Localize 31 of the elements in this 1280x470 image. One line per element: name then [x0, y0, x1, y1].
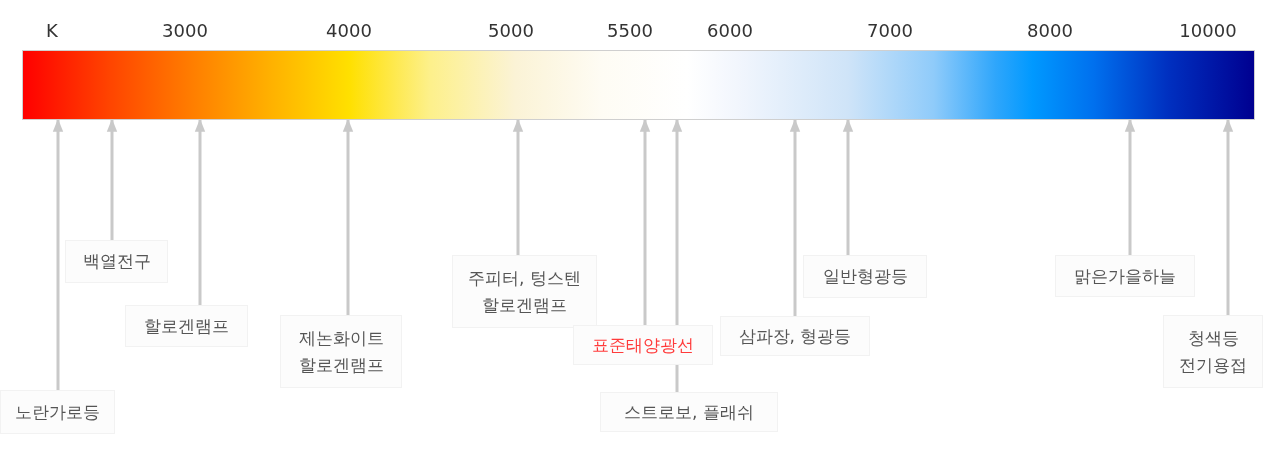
leader-arrow: [512, 118, 524, 255]
scale-label: 7000: [867, 20, 913, 42]
light-source-label: 제논화이트 할로겐램프: [280, 315, 402, 388]
leader-arrow: [842, 118, 854, 255]
leader-arrow: [789, 118, 801, 316]
leader-arrow: [639, 118, 651, 325]
leader-arrow: [1124, 118, 1136, 255]
scale-label: 3000: [162, 20, 208, 42]
leader-arrow: [194, 118, 206, 305]
leader-arrow: [342, 118, 354, 315]
scale-label: 5500: [607, 20, 653, 42]
scale-label: 8000: [1027, 20, 1073, 42]
color-temperature-bar: [22, 50, 1255, 120]
light-source-label: 백열전구: [65, 240, 168, 283]
leader-arrow: [1222, 118, 1234, 315]
scale-label: K: [46, 20, 58, 42]
scale-label: 6000: [707, 20, 753, 42]
light-source-label: 주피터, 텅스텐 할로겐램프: [452, 255, 597, 328]
scale-label: 4000: [326, 20, 372, 42]
light-source-label: 할로겐램프: [125, 305, 248, 347]
light-source-label: 노란가로등: [0, 390, 115, 434]
light-source-label: 맑은가을하늘: [1055, 255, 1195, 297]
light-source-label: 청색등 전기용접: [1163, 315, 1263, 388]
leader-arrow: [106, 118, 118, 240]
scale-label: 5000: [488, 20, 534, 42]
leader-arrow: [52, 118, 64, 390]
scale-label: 10000: [1179, 20, 1237, 42]
light-source-label: 삼파장, 형광등: [720, 316, 870, 356]
light-source-label: 스트로보, 플래쉬: [600, 392, 778, 432]
light-source-label: 표준태양광선: [573, 325, 713, 365]
light-source-label: 일반형광등: [803, 255, 927, 298]
